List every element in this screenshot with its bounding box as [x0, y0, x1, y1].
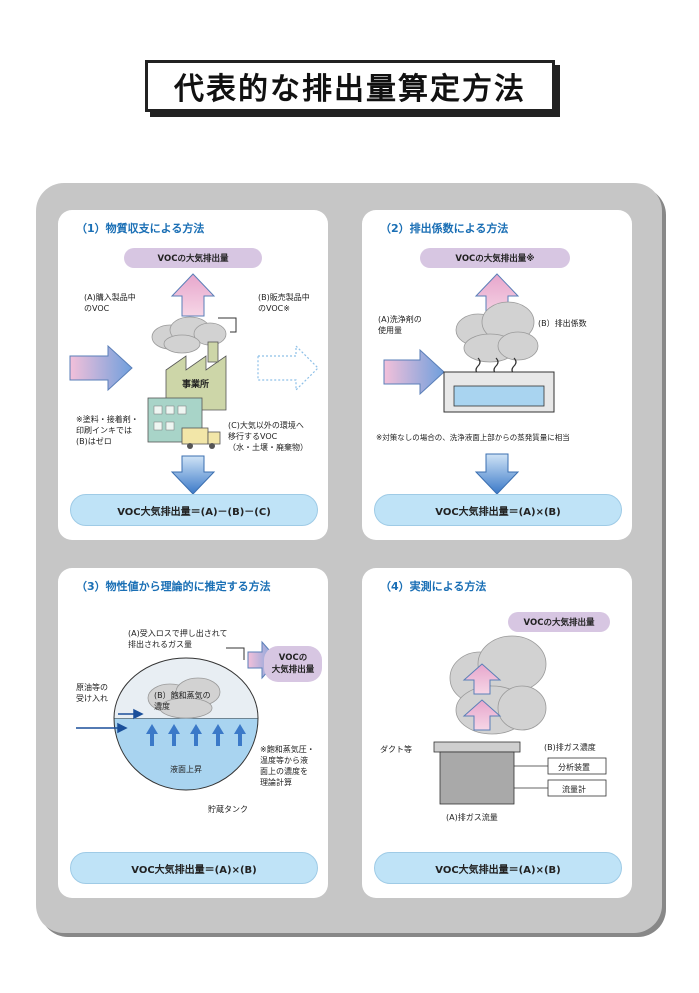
label-other-media: (C)大気以外の環境へ移行するVOC（水・土壌・廃棄物） — [228, 421, 308, 452]
output-arrow-icon — [257, 344, 319, 392]
smoke-cloud-icon — [151, 316, 227, 354]
connector-line-icon — [218, 317, 237, 333]
panel-1-graphic — [69, 273, 319, 495]
emission-pill: VOCの大気排出量 — [124, 248, 262, 268]
panel-2-graphic — [383, 273, 555, 495]
input-arrow-icon — [383, 348, 445, 396]
panel-theoretical: （3）物性値から理論的に推定する方法 (A)受入ロスで押し出されて排出されるガス… — [58, 568, 328, 898]
label-gas-concentration: (B)排ガス濃度 — [544, 743, 596, 752]
up-arrow-icon — [462, 663, 502, 695]
instrument-boxes-icon — [547, 757, 607, 797]
label-displaced-gas: (A)受入ロスで押し出されて排出されるガス量 — [128, 629, 228, 649]
steam-cloud-icon — [455, 301, 539, 363]
duct-stack-icon — [433, 741, 521, 805]
down-arrow-icon — [170, 455, 216, 495]
note-calculation: ※飽和蒸気圧・温度等から液面上の濃度を理論計算 — [260, 745, 315, 787]
label-liquid-rise: 液面上昇 — [170, 765, 202, 774]
emission-pill: VOCの大気排出量 — [264, 646, 322, 682]
panel-title: （3）物性値から理論的に推定する方法 — [76, 580, 271, 593]
formula-box: VOC大気排出量＝(A)×(B) — [70, 852, 318, 884]
inflow-arrow-icon — [76, 708, 144, 734]
formula-box: VOC大気排出量＝(A)×(B) — [374, 852, 622, 884]
panel-title: （1）物質収支による方法 — [76, 222, 205, 235]
formula-box: VOC大気排出量＝(A)×(B) — [374, 494, 622, 526]
factory-icon — [147, 341, 227, 443]
connector-line-icon — [226, 647, 245, 660]
cleaning-tank-icon — [443, 371, 555, 413]
sensor-lines-icon — [514, 765, 548, 789]
vapor-cloud-icon — [147, 677, 221, 719]
panel-3-graphic — [76, 640, 279, 791]
label-purchased-voc: (A)購入製品中のVOC — [84, 293, 136, 313]
panel-emission-factor: （2）排出係数による方法 VOCの大気排出量※ (A)洗浄剤の使用量 (B）排出… — [362, 210, 632, 540]
label-saturated-vapor: (B）飽和蒸気の濃度 — [154, 691, 211, 711]
panel-title: （2）排出係数による方法 — [380, 222, 509, 235]
emission-pill: VOCの大気排出量 — [508, 612, 610, 632]
page-title-box: 代表的な排出量算定方法 — [145, 60, 555, 112]
rising-arrows-icon — [146, 724, 246, 746]
up-arrow-icon — [462, 699, 502, 731]
input-arrow-icon — [69, 344, 133, 392]
panel-measurement: （4）実測による方法 VOCの大気排出量 ダクト等 (B)排ガス濃度 分析装置 … — [362, 568, 632, 898]
truck-icon — [181, 427, 221, 449]
emission-pill: VOCの大気排出量※ — [420, 248, 570, 268]
label-sold-voc: (B)販売製品中のVOC※ — [258, 293, 310, 313]
up-arrow-icon — [170, 273, 216, 317]
note-evaporation: ※対策なしの場合の、洗浄液面上部からの蒸発質量に相当 — [376, 433, 570, 442]
exhaust-cloud-icon — [449, 635, 547, 735]
note-coating: ※塗料・接着剤・印刷インキでは(B)はゼロ — [76, 415, 139, 446]
panel-4-graphic — [433, 635, 607, 805]
down-arrow-icon — [474, 453, 520, 495]
label-analyzer: 分析装置 — [558, 763, 590, 772]
panel-mass-balance: （1）物質収支による方法 VOCの大気排出量 — [58, 210, 328, 540]
label-duct: ダクト等 — [380, 745, 412, 754]
label-gas-flow: (A)排ガス流量 — [446, 813, 498, 822]
label-receive: 原油等の受け入れ — [76, 683, 108, 703]
panel-title: （4）実測による方法 — [380, 580, 487, 593]
label-detergent: (A)洗浄剤の使用量 — [378, 315, 422, 335]
page-title: 代表的な排出量算定方法 — [174, 72, 526, 107]
formula-box: VOC大気排出量＝(A)－(B)－(C) — [70, 494, 318, 526]
label-factor: (B）排出係数 — [538, 319, 587, 328]
label-facility: 事業所 — [182, 380, 210, 390]
label-storage-tank: 貯蔵タンク — [208, 805, 248, 814]
label-flowmeter: 流量計 — [562, 785, 586, 794]
